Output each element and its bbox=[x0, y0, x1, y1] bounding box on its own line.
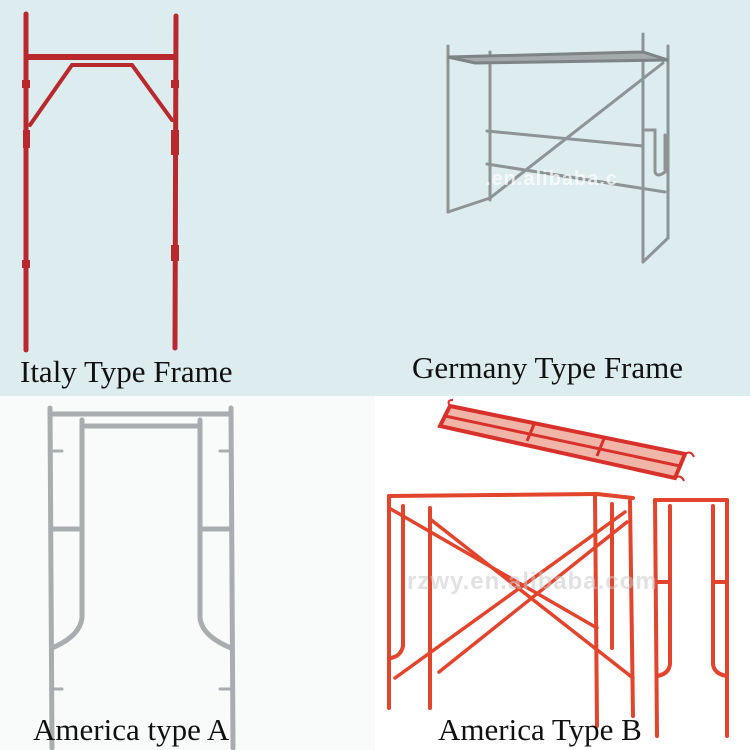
italy-frame-caption: Italy Type Frame bbox=[20, 354, 233, 389]
america-type-a-caption: America type A bbox=[33, 712, 230, 747]
america-type-b-watermark: rzwy.en.alibaba.com bbox=[407, 568, 658, 595]
america-type-b-caption: America Type B bbox=[438, 712, 642, 747]
italy-frame-image bbox=[22, 11, 179, 353]
germany-frame-caption: Germany Type Frame bbox=[412, 350, 684, 385]
germany-frame-image bbox=[446, 32, 670, 264]
germany-frame-panel: .en.alibaba.c Germany Type Frame bbox=[375, 0, 750, 396]
italy-frame-panel: Italy Type Frame bbox=[0, 0, 375, 396]
america-type-a-panel: America type A bbox=[0, 396, 375, 750]
america-type-a-image bbox=[47, 405, 236, 750]
america-type-b-image bbox=[387, 399, 729, 738]
america-type-b-panel: rzwy.en.alibaba.com America Type B bbox=[375, 396, 750, 750]
germany-watermark: .en.alibaba.c bbox=[485, 168, 619, 190]
